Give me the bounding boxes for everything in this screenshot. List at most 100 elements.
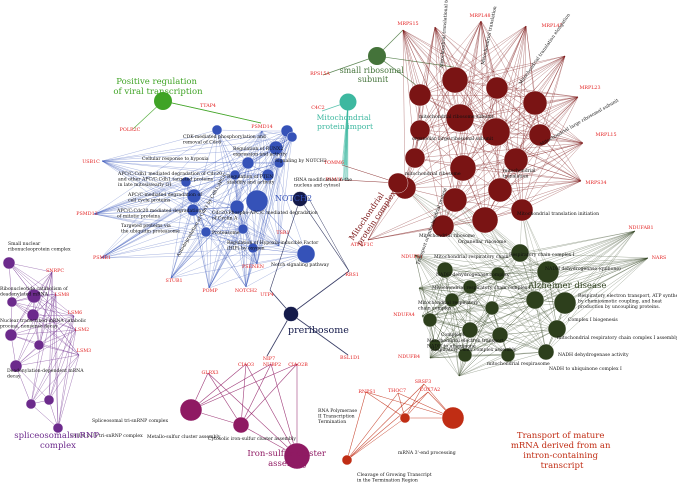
proteasome-pathway-node[interactable] bbox=[247, 242, 259, 254]
mito-ribosome-node[interactable] bbox=[449, 154, 477, 182]
spliceosome-node[interactable] bbox=[26, 308, 40, 322]
mito-ribosome-node[interactable] bbox=[485, 76, 509, 100]
mito-respiratory-node[interactable] bbox=[536, 260, 560, 284]
mito-respiratory-node[interactable] bbox=[490, 266, 506, 282]
term-label-mid_e: Respiratory chain complex assembly bbox=[431, 347, 517, 353]
mito-ribosome-node[interactable] bbox=[487, 177, 513, 203]
ssu-node[interactable] bbox=[368, 47, 386, 65]
mito-ribosome-node[interactable] bbox=[481, 117, 511, 147]
edge bbox=[547, 230, 636, 273]
mito-respiratory-node[interactable] bbox=[422, 312, 438, 328]
proteasome-pathway-node[interactable] bbox=[180, 176, 192, 188]
mito-ribosome-node[interactable] bbox=[441, 66, 469, 94]
mito-ribosome-node[interactable] bbox=[404, 147, 426, 169]
edge bbox=[419, 55, 566, 96]
proteasome-pathway-node[interactable] bbox=[273, 157, 285, 169]
mito-ribosome-node[interactable] bbox=[522, 90, 548, 116]
mito-respiratory-node[interactable] bbox=[461, 321, 479, 339]
spliceosome-node[interactable] bbox=[26, 288, 42, 304]
mrna-transport-node[interactable] bbox=[399, 412, 411, 424]
viral-transcription-node[interactable] bbox=[154, 92, 172, 110]
edge bbox=[15, 354, 80, 367]
spliceosome-node[interactable] bbox=[43, 394, 55, 406]
preribosome-node[interactable] bbox=[283, 306, 299, 322]
mito-import-node[interactable] bbox=[339, 93, 357, 111]
mito-respiratory-node[interactable] bbox=[462, 279, 478, 295]
mito-respiratory-node[interactable] bbox=[491, 326, 509, 344]
edge bbox=[404, 187, 547, 353]
mrna-transport-node[interactable] bbox=[341, 454, 353, 466]
term-label-cyto_fes: Cytosolic iron-sulfur cluster assembly bbox=[208, 436, 296, 442]
trna-modification-node[interactable] bbox=[292, 191, 308, 207]
mito-ribosome-node[interactable] bbox=[471, 206, 499, 234]
proteasome-pathway-node[interactable] bbox=[268, 140, 284, 156]
mito-ribosome-node[interactable] bbox=[510, 198, 534, 222]
mito-respiratory-node[interactable] bbox=[537, 343, 555, 361]
term-label-mrpl_c: mitochondrial ribosome bbox=[405, 171, 461, 177]
spliceosome-node[interactable] bbox=[6, 296, 18, 308]
edge bbox=[252, 130, 263, 249]
edge bbox=[507, 257, 649, 356]
mito-ribosome-node[interactable] bbox=[503, 147, 529, 173]
spliceosome-node[interactable] bbox=[52, 422, 64, 434]
iron-sulfur-node[interactable] bbox=[283, 442, 311, 470]
mito-respiratory-node[interactable] bbox=[500, 347, 516, 363]
gene-label-nars: NARS bbox=[652, 255, 667, 261]
mito-ribosome-node[interactable] bbox=[409, 119, 431, 141]
mito-ribosome-node[interactable] bbox=[442, 187, 468, 213]
proteasome-pathway-node[interactable] bbox=[286, 131, 298, 143]
proteasome-pathway-node[interactable] bbox=[186, 188, 202, 204]
edge bbox=[404, 391, 429, 419]
iron-sulfur-node[interactable] bbox=[179, 398, 203, 422]
edge bbox=[190, 363, 272, 411]
proteasome-pathway-node[interactable] bbox=[186, 203, 200, 217]
mito-respiratory-node[interactable] bbox=[444, 292, 460, 308]
mito-respiratory-node[interactable] bbox=[547, 319, 567, 339]
proteasome-pathway-node[interactable] bbox=[261, 168, 275, 182]
proteasome-pathway-node[interactable] bbox=[237, 223, 249, 235]
mrna-transport-node[interactable] bbox=[441, 406, 465, 430]
edge bbox=[10, 295, 35, 336]
notch2-hub-node[interactable] bbox=[245, 189, 269, 213]
mito-respiratory-node[interactable] bbox=[457, 347, 473, 363]
edge bbox=[15, 315, 75, 367]
spliceosome-node[interactable] bbox=[2, 256, 16, 270]
mito-respiratory-node[interactable] bbox=[436, 261, 454, 279]
iron-sulfur-node[interactable] bbox=[232, 416, 250, 434]
edge bbox=[402, 29, 421, 131]
mito-ribosome-node[interactable] bbox=[431, 214, 455, 238]
edge bbox=[101, 160, 307, 255]
proteasome-pathway-node[interactable] bbox=[296, 244, 316, 264]
spliceosome-node[interactable] bbox=[4, 328, 18, 342]
proteasome-pathway-node[interactable] bbox=[229, 169, 241, 181]
edge bbox=[521, 209, 547, 353]
edge bbox=[434, 26, 498, 89]
term-label-metallo: Metallo-sulfur cluster assembly bbox=[147, 434, 221, 440]
spliceosome-node[interactable] bbox=[25, 398, 37, 410]
proteasome-pathway-node[interactable] bbox=[241, 156, 255, 170]
mito-ribosome-node[interactable] bbox=[408, 83, 432, 107]
mito-respiratory-node[interactable] bbox=[510, 243, 530, 263]
edge bbox=[429, 319, 466, 356]
spliceosome-node[interactable] bbox=[9, 359, 23, 373]
proteasome-pathway-node[interactable] bbox=[211, 124, 223, 136]
edge bbox=[245, 162, 280, 288]
edge bbox=[57, 354, 80, 429]
mito-respiratory-node[interactable] bbox=[484, 300, 500, 316]
proteasome-pathway-node[interactable] bbox=[229, 199, 245, 215]
mito-protein-complex-node[interactable] bbox=[387, 172, 409, 194]
gene-label-lsm2: LSM2 bbox=[75, 327, 89, 333]
edge bbox=[266, 313, 292, 357]
mito-respiratory-node[interactable] bbox=[553, 291, 577, 315]
mito-respiratory-node[interactable] bbox=[525, 290, 545, 310]
spliceosome-node[interactable] bbox=[33, 339, 45, 351]
mito-respiratory-node[interactable] bbox=[428, 338, 442, 352]
cluster-label-notch2: NOTCH2 bbox=[275, 194, 312, 203]
mito-ribosome-node[interactable] bbox=[528, 123, 552, 147]
edge bbox=[419, 26, 436, 96]
mito-ribosome-node[interactable] bbox=[445, 103, 475, 133]
proteasome-pathway-node[interactable] bbox=[200, 226, 212, 238]
